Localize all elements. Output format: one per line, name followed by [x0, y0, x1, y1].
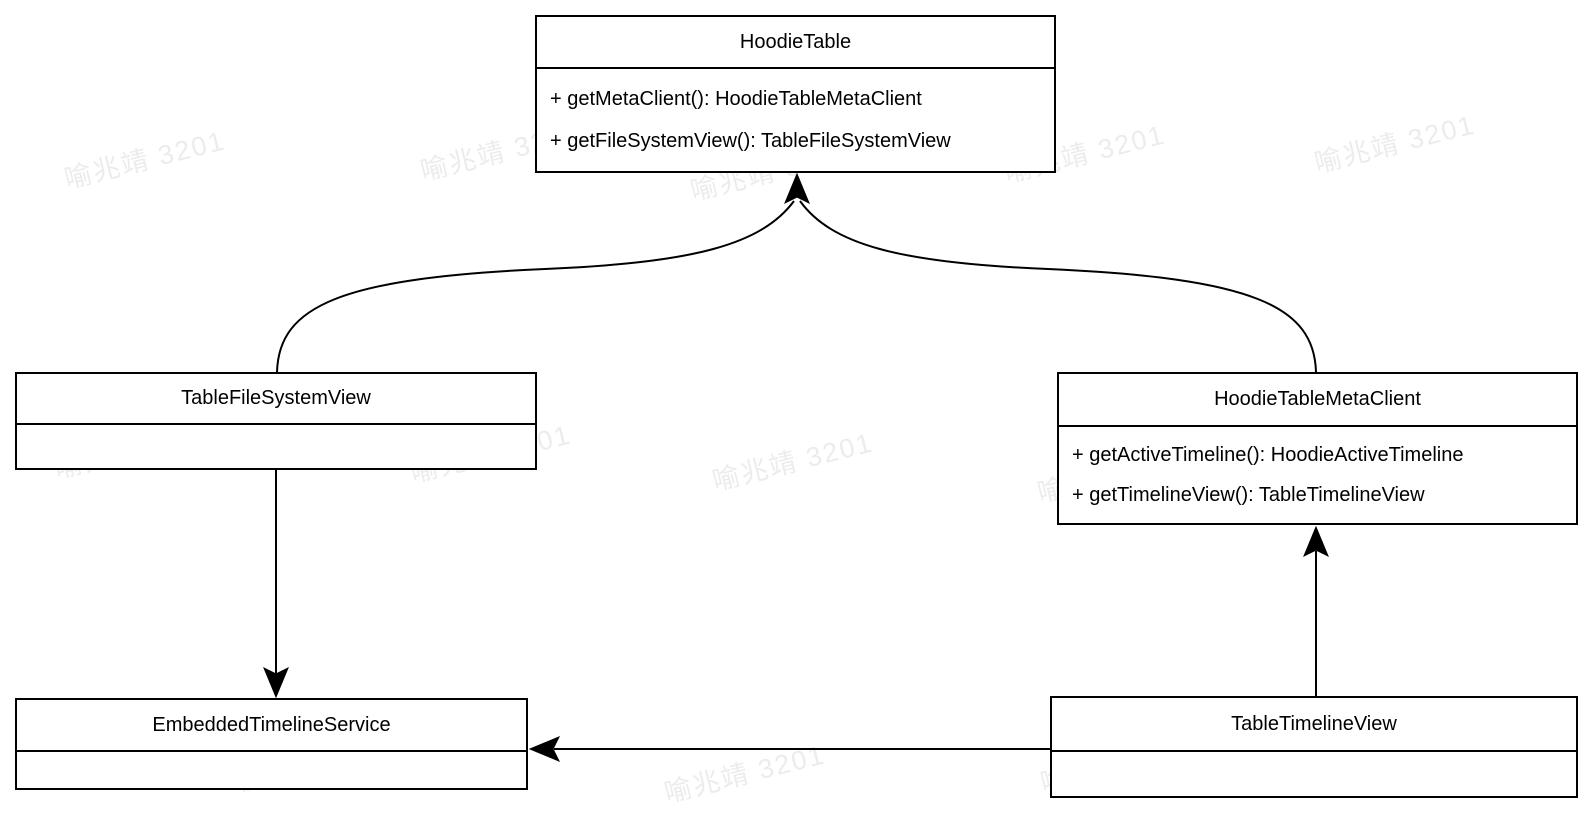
class-box-tablefilesystemview: TableFileSystemView [15, 372, 537, 470]
method-getactivetimeline: + getActiveTimeline(): HoodieActiveTimel… [1072, 443, 1464, 466]
arrowhead-up-hoodietablemetaclient [1303, 525, 1329, 558]
class-name: HoodieTable [537, 17, 1054, 69]
class-box-embeddedtimelineservice: EmbeddedTimelineService [15, 698, 528, 790]
arrow-tablefilesystemview-to-hoodietable [276, 200, 795, 373]
method-getfilesystemview: + getFileSystemView(): TableFileSystemVi… [550, 129, 951, 152]
class-name: TableFileSystemView [17, 374, 535, 425]
method-getmetaclient: + getMetaClient(): HoodieTableMetaClient [550, 87, 922, 110]
class-methods: + getMetaClient(): HoodieTableMetaClient… [537, 69, 1054, 171]
class-name: EmbeddedTimelineService [17, 700, 526, 752]
class-methods: + getActiveTimeline(): HoodieActiveTimel… [1059, 427, 1576, 523]
method-gettimelineview: + getTimelineView(): TableTimelineView [1072, 483, 1425, 506]
class-name: HoodieTableMetaClient [1059, 374, 1576, 427]
arrowhead-down-embeddedtimelineservice [263, 666, 289, 699]
arrow-hoodietablemetaclient-to-hoodietable [799, 200, 1317, 373]
empty-compartment [17, 425, 535, 468]
arrowhead-up-hoodietable [784, 172, 810, 205]
class-box-hoodietablemetaclient: HoodieTableMetaClient + getActiveTimelin… [1057, 372, 1578, 525]
class-box-hoodietable: HoodieTable + getMetaClient(): HoodieTab… [535, 15, 1056, 173]
empty-compartment [1052, 752, 1576, 796]
empty-compartment [17, 752, 526, 788]
class-box-tabletimelineview: TableTimelineView [1050, 696, 1578, 798]
arrowhead-left-embeddedtimelineservice [528, 736, 561, 762]
class-name: TableTimelineView [1052, 698, 1576, 752]
